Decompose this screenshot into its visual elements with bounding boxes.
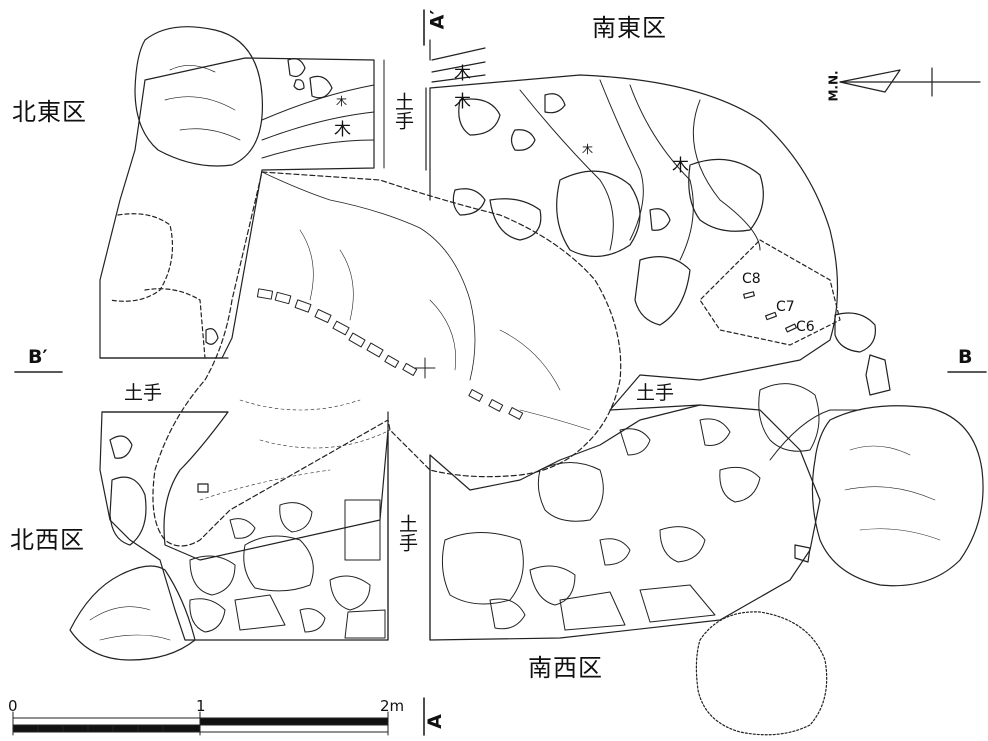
sample-label-c8: C8 (742, 271, 761, 287)
north-arrow (839, 67, 981, 97)
bank-label-east: 土手 (636, 382, 675, 404)
east-boulder (811, 405, 984, 587)
sample-label-c6: C6 (796, 319, 815, 335)
bank-label-north: 土手 (391, 92, 414, 130)
section-label-a-prime: A′ (426, 9, 449, 30)
scale-tick-2m: 2m (380, 697, 405, 715)
nw-quadrant-outline (99, 411, 389, 641)
scale-bar (12, 711, 389, 736)
tree-label-se-1: 木 (454, 64, 471, 84)
scale-tick-0: 0 (8, 697, 18, 715)
ne-boulder (134, 26, 264, 167)
bank-label-west: 土手 (124, 382, 163, 404)
sample-label-c7: C7 (776, 299, 795, 315)
ne-quadrant-outline (99, 57, 375, 359)
section-label-b-prime: B′ (28, 346, 48, 368)
tree-label-se-small: 木 (582, 143, 593, 156)
bank-label-south: 土手 (395, 514, 418, 552)
tree-label-ne-small: 木 (336, 95, 347, 108)
scale-tick-1: 1 (196, 697, 206, 715)
nw-boulder (69, 565, 196, 661)
ward-label-northwest: 北西区 (10, 526, 85, 554)
tree-label-se-2: 木 (454, 92, 471, 112)
tree-label-ne-large: 木 (334, 120, 351, 140)
section-label-a: A (423, 714, 446, 729)
tree-label-se-3: 木 (672, 156, 689, 176)
north-arrow-label: M.N. (826, 70, 841, 102)
sw-quadrant-outline (429, 404, 821, 641)
ward-label-southeast: 南東区 (592, 14, 667, 42)
ward-label-northeast: 北東区 (12, 98, 87, 126)
ward-label-southwest: 南西区 (528, 654, 603, 682)
central-boulder (152, 171, 622, 547)
stone-row (256, 288, 524, 420)
dashed-boulder (695, 611, 828, 736)
section-label-b: B (958, 346, 973, 368)
se-quadrant-outline (429, 74, 839, 411)
